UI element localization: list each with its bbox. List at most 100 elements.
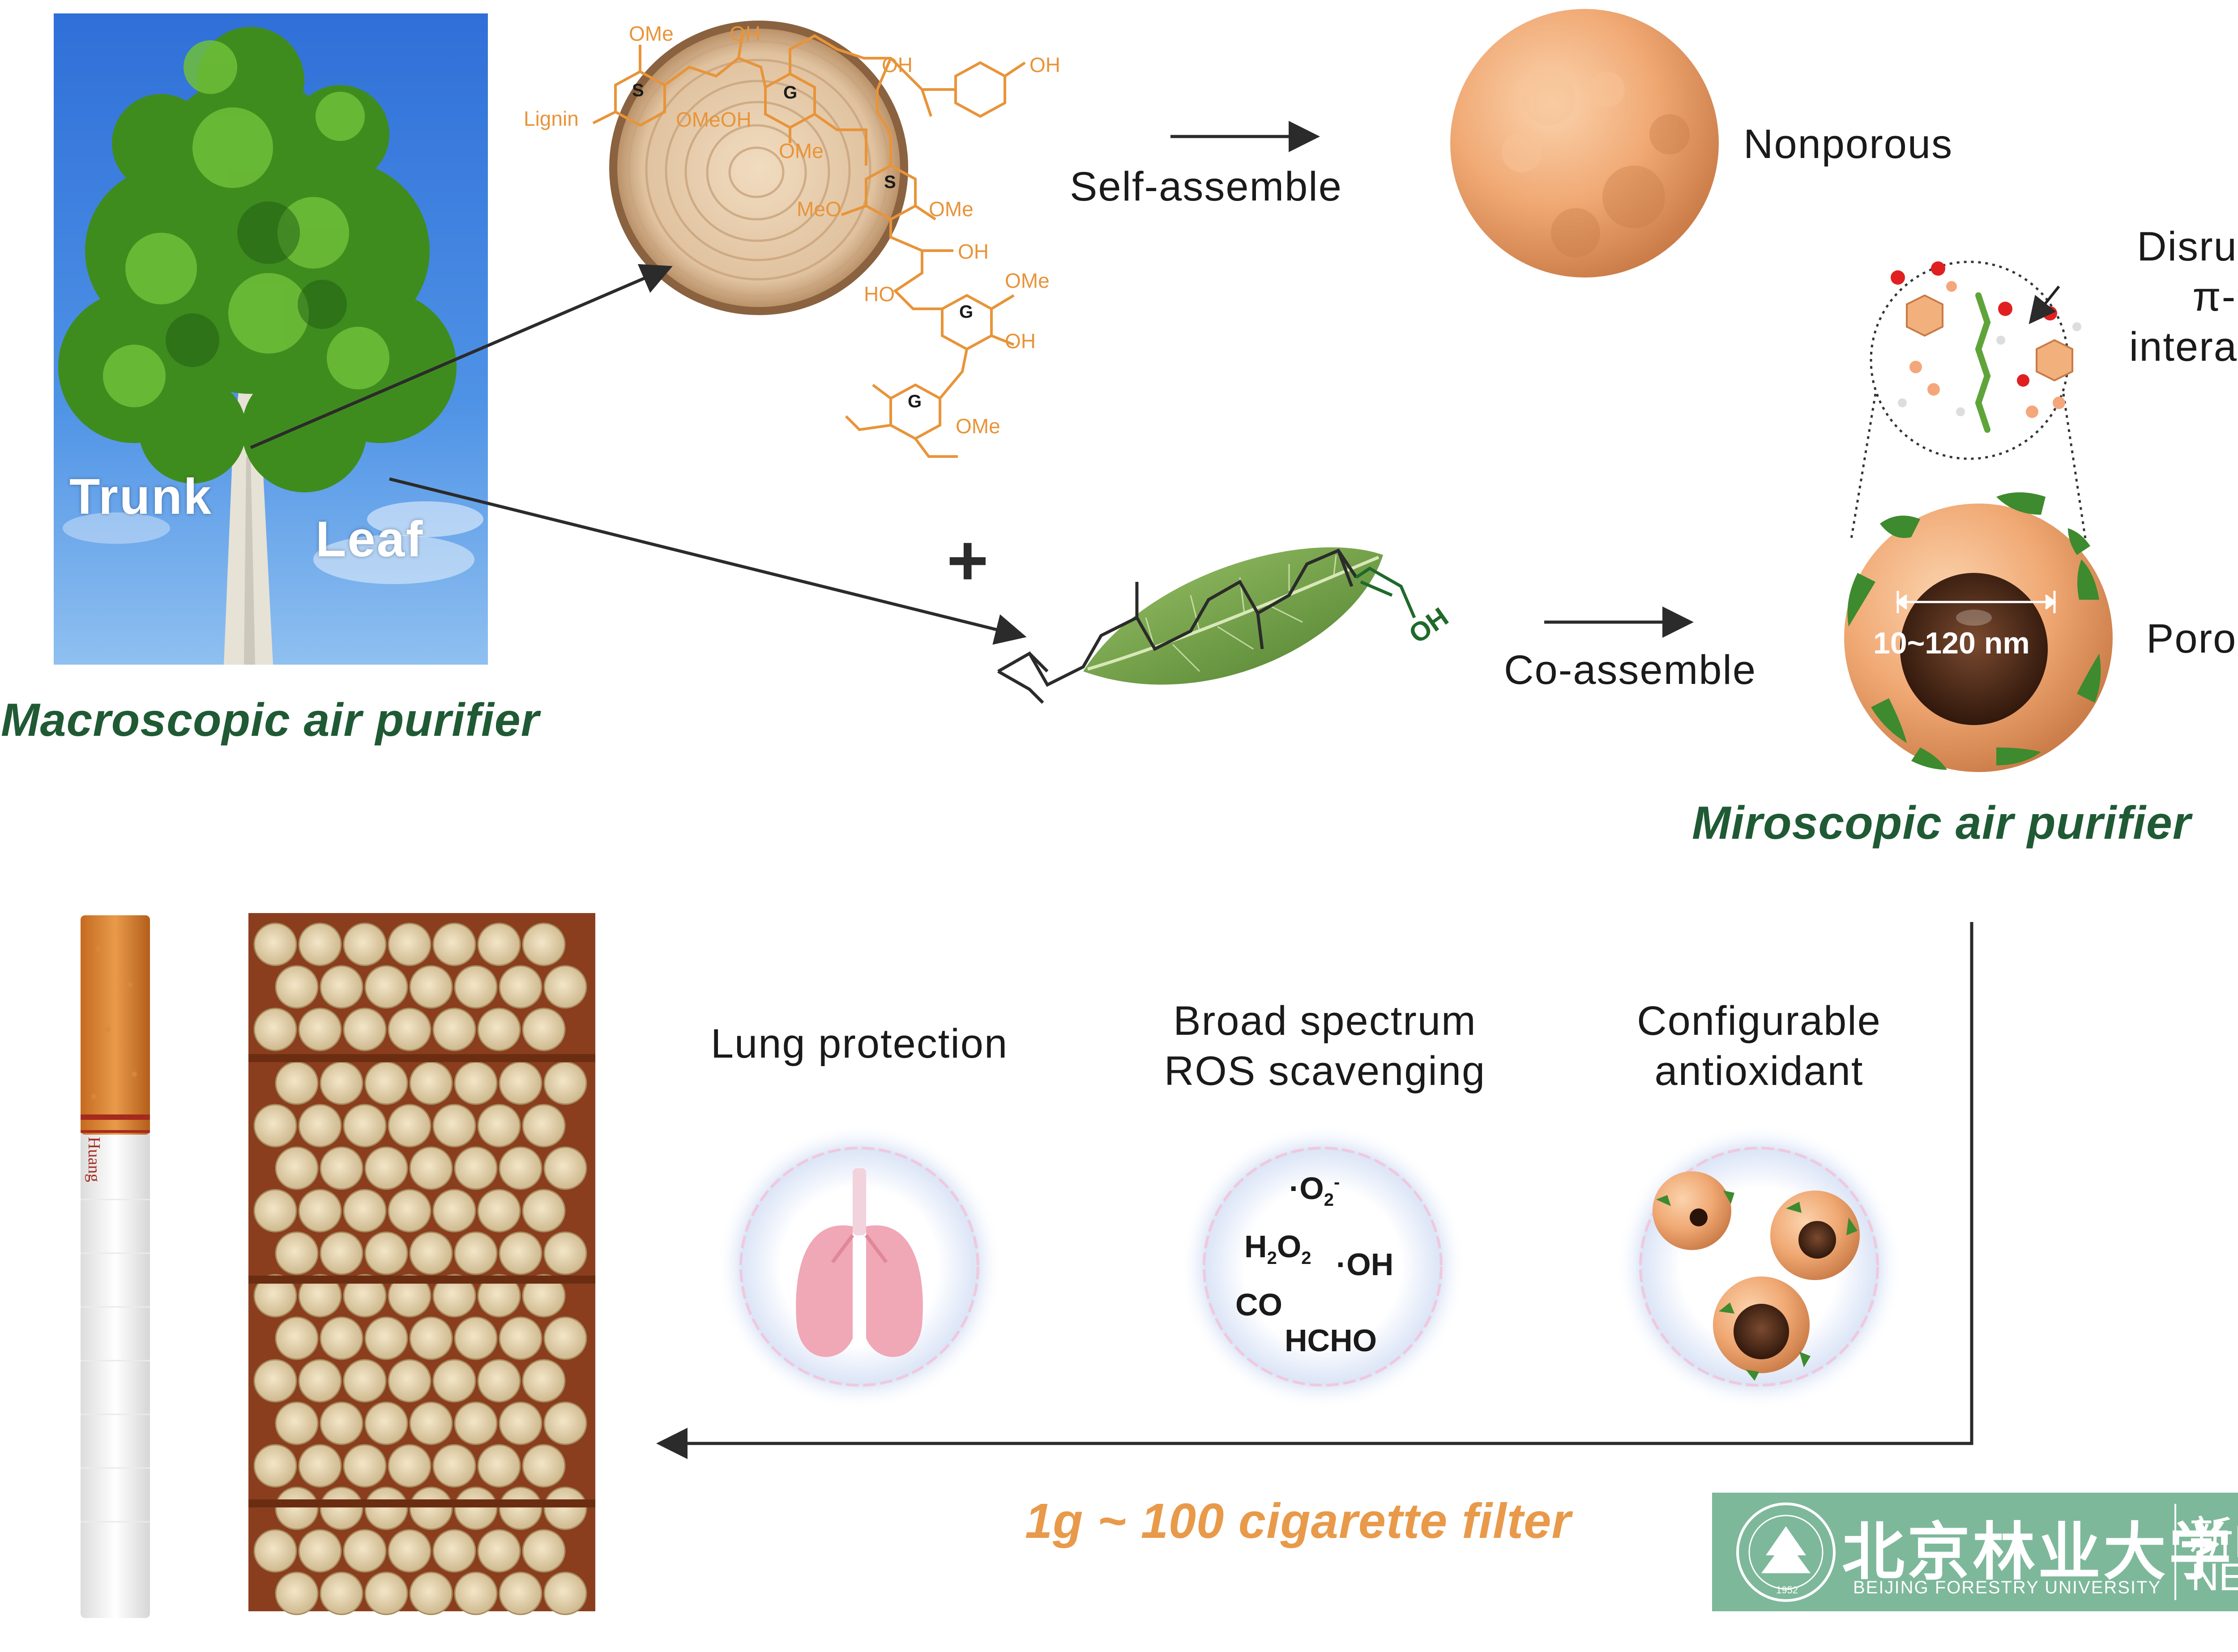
filter-end	[298, 1189, 342, 1233]
microscopic-caption: Miroscopic air purifier	[1692, 797, 2191, 849]
filter-end	[343, 1274, 387, 1318]
filter-end	[522, 922, 566, 966]
filter-end	[320, 1401, 363, 1445]
filter-end	[477, 1359, 521, 1403]
porous-sphere	[1844, 492, 2113, 772]
trunk-label: Trunk	[69, 469, 213, 525]
filter-end	[499, 1316, 542, 1360]
filter-end	[522, 1444, 566, 1488]
filter-end	[253, 1444, 297, 1488]
filter-end	[543, 1146, 587, 1190]
macroscopic-caption: Macroscopic air purifier	[1, 694, 540, 746]
filter-end	[409, 1061, 453, 1105]
box-divider	[248, 1054, 595, 1062]
lignin-group-ho: HO	[864, 282, 895, 306]
lignin-group-oh-3: OH	[1029, 53, 1060, 77]
box-divider	[248, 1499, 595, 1507]
filter-end	[432, 1359, 476, 1403]
nonporous-label: Nonporous	[1743, 121, 1953, 167]
filter-end	[454, 1146, 498, 1190]
logo-year: 1952	[1776, 1584, 1798, 1596]
filter-end	[432, 1104, 476, 1148]
filter-end	[275, 1061, 319, 1105]
filter-end	[454, 1316, 498, 1360]
filter-end	[388, 1189, 431, 1233]
filter-end	[343, 1529, 387, 1573]
filter-end	[298, 1274, 342, 1318]
filter-box	[248, 913, 595, 1615]
filter-end	[364, 965, 408, 1009]
filter-end	[275, 1571, 319, 1615]
filter-end	[477, 1529, 521, 1573]
lignin-group-ome-3: OMe	[929, 197, 974, 221]
filter-end	[275, 1401, 319, 1445]
box-divider	[248, 1276, 595, 1284]
lignin-group-ome-1: OMe	[629, 22, 674, 45]
logo-university-cn: 北京林业大学	[1842, 1515, 2234, 1589]
filter-end	[275, 1231, 319, 1275]
hydroxyl-label: ·OH	[1336, 1247, 1394, 1282]
filter-end	[253, 1104, 297, 1148]
co-label: CO	[1235, 1287, 1282, 1322]
filter-end	[454, 1061, 498, 1105]
filter-end	[409, 965, 453, 1009]
leaf-with-phytol	[997, 547, 1416, 704]
filter-end	[364, 1486, 408, 1530]
lignin-group-oh-1: OH	[730, 22, 760, 45]
lignin-group-ring-s1: S	[632, 81, 644, 100]
antiox-line-2: antioxidant	[1654, 1048, 1864, 1094]
filter-end	[253, 1007, 297, 1051]
filter-end	[432, 1444, 476, 1488]
lignin-label: Lignin	[524, 107, 579, 130]
filter-end	[477, 1444, 521, 1488]
plus-sign: +	[947, 520, 989, 600]
filter-end	[432, 1189, 476, 1233]
filter-end	[454, 1401, 498, 1445]
hcho-label: HCHO	[1285, 1323, 1377, 1358]
ros-line-1: Broad spectrum	[1173, 998, 1477, 1044]
filter-end	[343, 922, 387, 966]
filter-end	[454, 1571, 498, 1615]
filter-end	[343, 1444, 387, 1488]
filter-end	[388, 1104, 431, 1148]
filter-end	[343, 1104, 387, 1148]
filter-end	[364, 1061, 408, 1105]
filter-end	[543, 1486, 587, 1530]
filter-end	[499, 1146, 542, 1190]
filter-end	[298, 922, 342, 966]
lignin-group-ome-5: OMe	[956, 414, 1000, 438]
filter-end	[432, 922, 476, 966]
filter-end	[364, 1146, 408, 1190]
filter-end	[388, 1529, 431, 1573]
cigarette-brand: Huang	[85, 1137, 103, 1182]
filter-end	[543, 965, 587, 1009]
logo-news-en: NEWS	[2191, 1556, 2238, 1599]
filter-end	[409, 1571, 453, 1615]
pi-pi-zoom	[1849, 260, 2087, 542]
lungs-icon	[796, 1168, 923, 1357]
filter-end	[477, 1189, 521, 1233]
cigarette	[81, 915, 150, 1618]
filter-end	[343, 1007, 387, 1051]
filter-end	[364, 1571, 408, 1615]
filter-end	[364, 1401, 408, 1445]
filter-end	[320, 1146, 363, 1190]
filter-end	[499, 1231, 542, 1275]
filter-end	[499, 965, 542, 1009]
filter-end	[432, 1529, 476, 1573]
filter-end	[499, 1401, 542, 1445]
filter-end	[253, 1359, 297, 1403]
filter-end	[253, 922, 297, 966]
filter-end	[522, 1359, 566, 1403]
antiox-line-1: Configurable	[1637, 998, 1881, 1044]
lignin-group-oh-4: OH	[958, 240, 989, 263]
h2o2-label: H2O2	[1244, 1229, 1311, 1268]
lignin-structure	[592, 31, 1026, 458]
lignin-group-ring-g2: G	[959, 302, 974, 322]
filter-end	[499, 1571, 542, 1615]
filter-end	[320, 1061, 363, 1105]
filter-end	[320, 965, 363, 1009]
interaction-line-1: Disrupted	[2137, 224, 2238, 269]
filter-end	[298, 1529, 342, 1573]
